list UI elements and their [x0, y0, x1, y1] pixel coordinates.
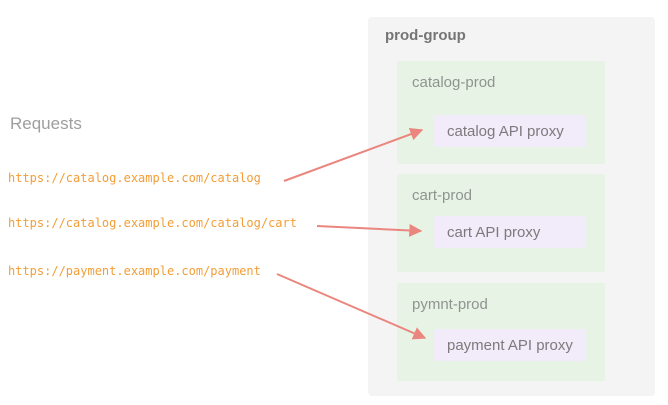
environment-name: pymnt-prod [412, 296, 488, 313]
request-url-catalog: https://catalog.example.com/catalog [8, 171, 261, 185]
request-url-payment: https://payment.example.com/payment [8, 264, 261, 278]
environment-catalog-prod: catalog-prod catalog API proxy [397, 61, 605, 164]
proxy-label: cart API proxy [447, 223, 541, 241]
environment-pymnt-prod: pymnt-prod payment API proxy [397, 283, 605, 381]
environment-name: catalog-prod [412, 74, 496, 91]
prod-group-title: prod-group [385, 27, 466, 44]
proxy-catalog-api: catalog API proxy [434, 115, 586, 147]
request-url-catalog-cart: https://catalog.example.com/catalog/cart [8, 216, 297, 230]
environment-name: cart-prod [412, 187, 473, 204]
prod-group-panel: prod-group catalog-prod catalog API prox… [368, 17, 655, 396]
proxy-label: catalog API proxy [447, 122, 564, 140]
proxy-cart-api: cart API proxy [434, 216, 586, 248]
proxy-label: payment API proxy [447, 336, 573, 354]
proxy-payment-api: payment API proxy [434, 329, 586, 361]
environment-cart-prod: cart-prod cart API proxy [397, 174, 605, 272]
requests-title: Requests [10, 114, 82, 133]
